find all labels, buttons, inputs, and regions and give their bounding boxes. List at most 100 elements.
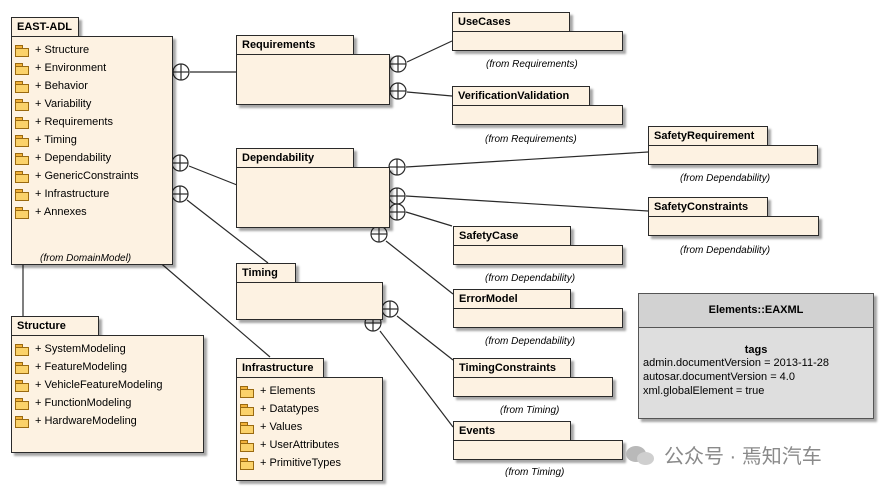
list-item[interactable]: + UserAttributes	[240, 436, 341, 454]
list-item[interactable]: + Datatypes	[240, 400, 341, 418]
item-label: + GenericConstraints	[35, 170, 139, 182]
folder-icon	[15, 170, 29, 183]
package-requirements-body	[236, 54, 390, 105]
package-error-model-title: ErrorModel	[453, 289, 571, 309]
eaxml-tags-note[interactable]: Elements::EAXML tags admin.documentVersi…	[638, 293, 874, 419]
list-item[interactable]: + Timing	[15, 131, 139, 149]
package-safety-constraints-title: SafetyConstraints	[648, 197, 768, 217]
item-label: + HardwareModeling	[35, 415, 137, 427]
nesting-symbol	[171, 185, 189, 203]
package-events-body	[453, 440, 623, 460]
package-infrastructure-title: Infrastructure	[236, 358, 324, 378]
list-item[interactable]: + Values	[240, 418, 341, 436]
list-item[interactable]: + GenericConstraints	[15, 167, 139, 185]
package-east-adl-items: + Structure + Environment + Behavior + V…	[15, 41, 139, 221]
item-label: + Variability	[35, 98, 92, 110]
package-east-adl-origin: (from DomainModel)	[40, 253, 132, 264]
list-item[interactable]: + PrimitiveTypes	[240, 454, 341, 472]
watermark-text: 公众号 · 焉知汽车	[664, 446, 822, 468]
list-item[interactable]: + Infrastructure	[15, 185, 139, 203]
note-tag-line: autosar.documentVersion = 4.0	[643, 371, 795, 383]
package-safety-case-title: SafetyCase	[453, 226, 571, 246]
item-label: + Annexes	[35, 206, 87, 218]
folder-icon	[15, 397, 29, 410]
folder-icon	[240, 403, 254, 416]
folder-icon	[15, 80, 29, 93]
nesting-symbol	[389, 55, 407, 73]
watermark: 公众号 · 焉知汽车	[626, 440, 822, 469]
package-verification-validation-origin: (from Requirements)	[485, 134, 577, 145]
package-east-adl-body: + Structure + Environment + Behavior + V…	[11, 36, 173, 265]
folder-icon	[15, 44, 29, 57]
item-label: + Elements	[260, 385, 316, 397]
package-safety-requirement-body	[648, 145, 818, 165]
package-structure-title: Structure	[11, 316, 99, 336]
nesting-symbol	[370, 225, 388, 243]
package-timing-title: Timing	[236, 263, 296, 283]
folder-icon	[15, 62, 29, 75]
item-label: + Datatypes	[260, 403, 320, 415]
item-label: + Values	[260, 421, 303, 433]
item-label: + Structure	[35, 44, 90, 56]
item-label: + Behavior	[35, 80, 88, 92]
item-label: + PrimitiveTypes	[260, 457, 341, 469]
folder-icon	[15, 379, 29, 392]
folder-icon	[15, 206, 29, 219]
folder-icon	[15, 116, 29, 129]
item-label: + Requirements	[35, 116, 113, 128]
nesting-symbol	[388, 158, 406, 176]
item-label: + SystemModeling	[35, 343, 126, 355]
package-infrastructure-items: + Elements + Datatypes + Values + UserAt…	[240, 382, 341, 472]
folder-icon	[15, 415, 29, 428]
note-title: Elements::EAXML	[639, 294, 873, 328]
package-use-cases-title: UseCases	[452, 12, 570, 32]
item-label: + UserAttributes	[260, 439, 340, 451]
item-label: + FunctionModeling	[35, 397, 132, 409]
list-item[interactable]: + Structure	[15, 41, 139, 59]
list-item[interactable]: + Annexes	[15, 203, 139, 221]
list-item[interactable]: + Environment	[15, 59, 139, 77]
wechat-icon	[626, 444, 656, 466]
package-safety-requirement-origin: (from Dependability)	[680, 173, 771, 184]
nesting-symbol	[388, 203, 406, 221]
nesting-symbol	[389, 82, 407, 100]
folder-icon	[15, 152, 29, 165]
package-safety-case-origin: (from Dependability)	[485, 273, 576, 284]
nesting-symbol	[171, 154, 189, 172]
list-item[interactable]: + Variability	[15, 95, 139, 113]
package-error-model-origin: (from Dependability)	[485, 336, 576, 347]
list-item[interactable]: + FunctionModeling	[15, 394, 163, 412]
item-label: + VehicleFeatureModeling	[35, 379, 163, 391]
package-safety-requirement-title: SafetyRequirement	[648, 126, 768, 146]
list-item[interactable]: + Requirements	[15, 113, 139, 131]
list-item[interactable]: + VehicleFeatureModeling	[15, 376, 163, 394]
package-events-origin: (from Timing)	[505, 467, 565, 478]
list-item[interactable]: + HardwareModeling	[15, 412, 163, 430]
package-east-adl-title: EAST-ADL	[11, 17, 79, 37]
folder-icon	[15, 343, 29, 356]
list-item[interactable]: + SystemModeling	[15, 340, 163, 358]
package-error-model-body	[453, 308, 623, 328]
list-item[interactable]: + Behavior	[15, 77, 139, 95]
package-structure-items: + SystemModeling + FeatureModeling + Veh…	[15, 340, 163, 430]
nesting-symbol	[172, 63, 190, 81]
package-safety-constraints-body	[648, 216, 819, 236]
folder-icon	[240, 439, 254, 452]
list-item[interactable]: + FeatureModeling	[15, 358, 163, 376]
package-verification-validation-body	[452, 105, 623, 125]
package-infrastructure-body: + Elements + Datatypes + Values + UserAt…	[236, 377, 383, 481]
note-tags-label: tags	[744, 344, 768, 356]
package-timing-constraints-origin: (from Timing)	[500, 405, 560, 416]
item-label: + Environment	[35, 62, 107, 74]
package-use-cases-body	[452, 31, 623, 51]
list-item[interactable]: + Dependability	[15, 149, 139, 167]
package-structure-body: + SystemModeling + FeatureModeling + Veh…	[11, 335, 204, 453]
folder-icon	[240, 385, 254, 398]
list-item[interactable]: + Elements	[240, 382, 341, 400]
package-timing-constraints-body	[453, 377, 613, 397]
item-label: + Dependability	[35, 152, 112, 164]
package-timing-constraints-title: TimingConstraints	[453, 358, 571, 378]
folder-icon	[15, 361, 29, 374]
nesting-symbol	[381, 300, 399, 318]
